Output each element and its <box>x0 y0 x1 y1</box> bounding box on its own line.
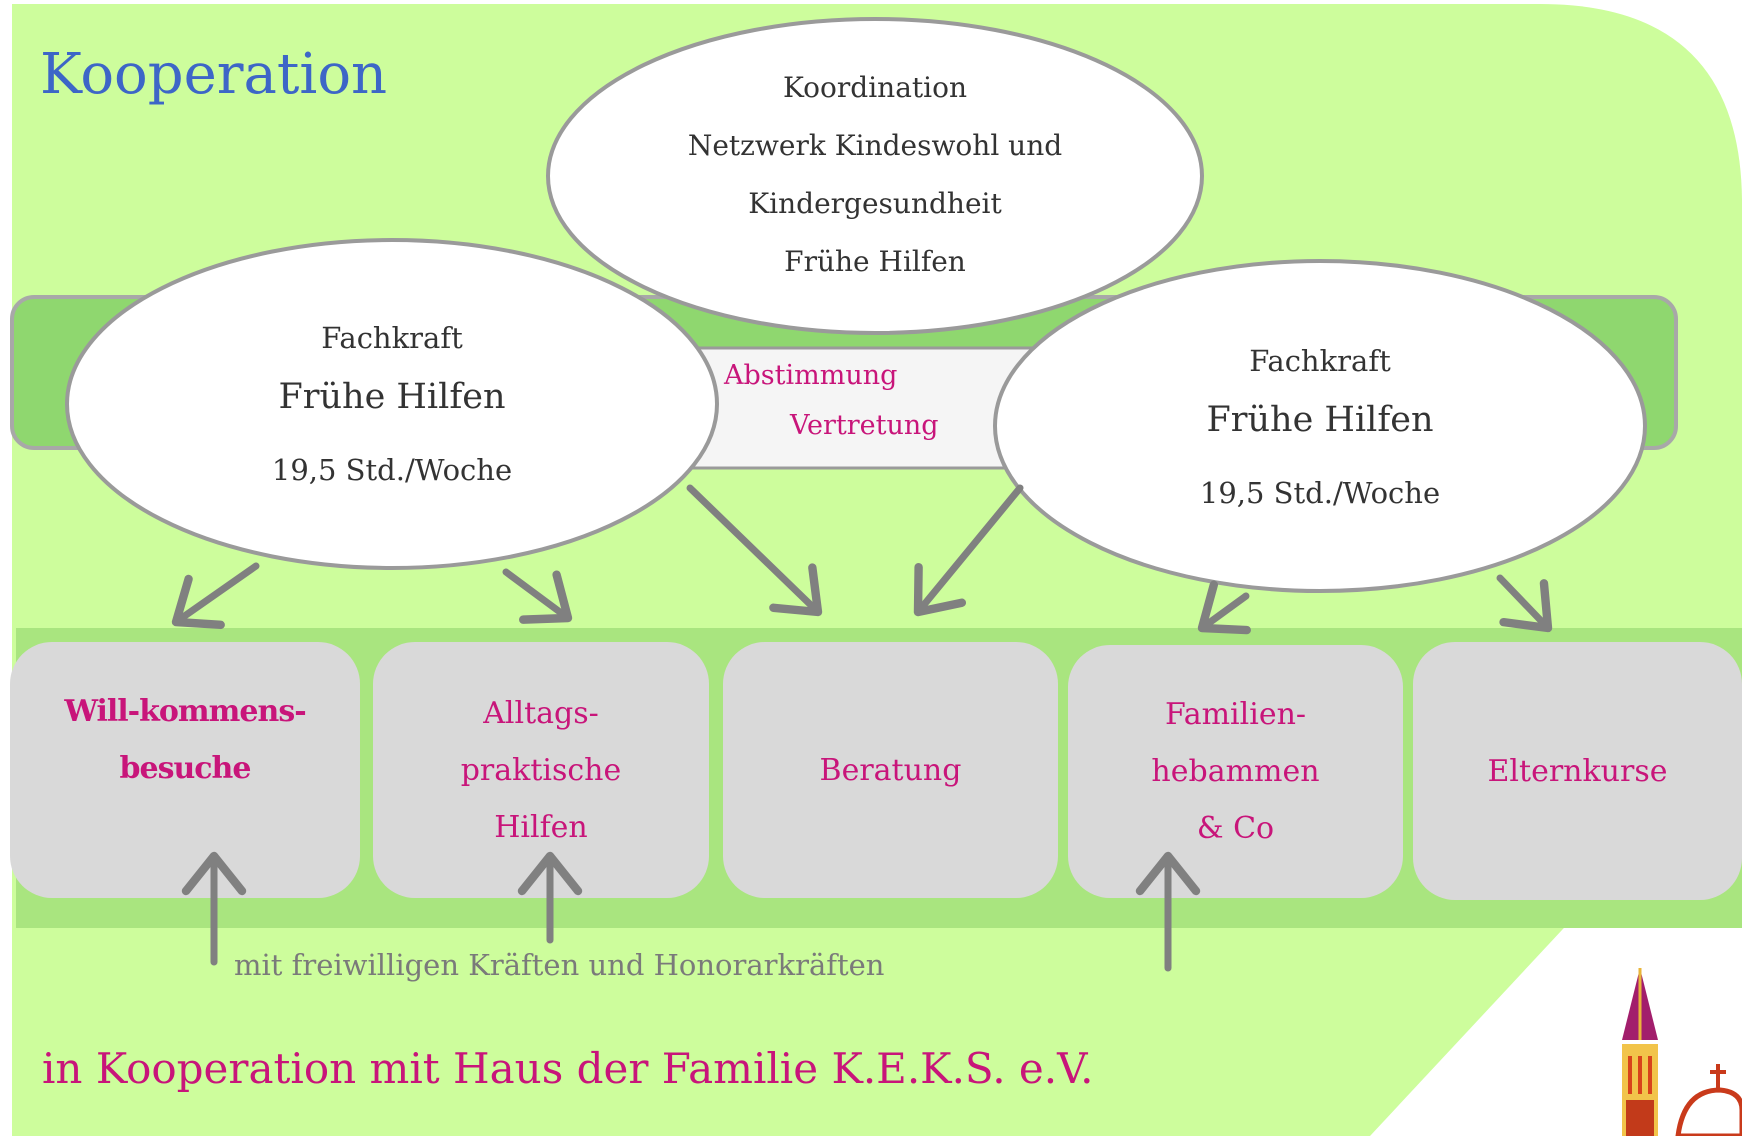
service-2-line-3: Hilfen <box>494 809 588 845</box>
coordination-line-1: Koordination <box>783 71 967 104</box>
service-2-line-2: praktische <box>460 752 622 788</box>
service-familienhebammen: Familien- hebammen & Co <box>1068 645 1403 898</box>
cooperation-footer: in Kooperation mit Haus der Familie K.E.… <box>42 1044 1094 1093</box>
abstimmung-box <box>688 346 1052 470</box>
abstimmung-label: Abstimmung <box>724 360 898 391</box>
service-4-line-2: hebammen <box>1151 754 1320 789</box>
arrow-right-to-beratung <box>913 484 1024 617</box>
arrow-to-willkommensbesuche <box>171 562 260 630</box>
fachkraft-left-program: Frühe Hilfen <box>278 377 506 417</box>
arrow-to-elternkurse <box>1496 574 1553 633</box>
coordination-line-3: Kindergesundheit <box>748 187 1002 220</box>
service-4-line-1: Familien- <box>1164 697 1307 732</box>
volunteer-note: mit freiwilligen Kräften und Honorarkräf… <box>234 948 885 982</box>
service-willkommensbesuche: Will-kommens- besuche <box>10 642 360 898</box>
service-box-2 <box>373 642 709 898</box>
service-box-3 <box>723 642 1058 898</box>
service-alltagshilfen: Alltags- praktische Hilfen <box>373 642 709 898</box>
service-5-line-1: Elternkurse <box>1487 753 1668 789</box>
fachkraft-right-hours: 19,5 Std./Woche <box>1199 476 1441 510</box>
service-box-4 <box>1068 645 1403 898</box>
coordination-line-4: Frühe Hilfen <box>784 245 966 278</box>
arrow-to-alltagshilfen <box>502 568 573 624</box>
service-1-line-1: Will-kommens- <box>64 694 306 729</box>
arrow-to-familienhebammen <box>1197 580 1251 635</box>
service-beratung: Beratung <box>723 642 1058 898</box>
page-title: Kooperation <box>40 42 388 107</box>
fachkraft-left-role: Fachkraft <box>321 321 463 355</box>
fachkraft-left-ellipse <box>65 238 719 570</box>
arrow-left-to-beratung <box>686 484 823 617</box>
coordination-line-2: Netzwerk Kindeswohl und <box>687 129 1063 162</box>
service-1-line-2: besuche <box>119 751 252 786</box>
fachkraft-right-label: Fachkraft Frühe Hilfen 19,5 Std./Woche <box>994 262 1646 592</box>
fachkraft-left-hours: 19,5 Std./Woche <box>271 453 513 487</box>
service-4-line-3: & Co <box>1196 811 1275 846</box>
service-3-line-1: Beratung <box>819 752 962 788</box>
service-box-1 <box>10 642 360 898</box>
service-elternkurse: Elternkurse <box>1413 642 1742 900</box>
vertretung-label: Vertretung <box>790 410 939 441</box>
service-2-line-1: Alltags- <box>483 695 599 731</box>
fachkraft-right-ellipse <box>993 259 1647 593</box>
service-box-5 <box>1413 642 1742 900</box>
fachkraft-right-role: Fachkraft <box>1249 344 1391 378</box>
coordination-label: Koordination Netzwerk Kindeswohl und Kin… <box>548 18 1202 332</box>
fachkraft-right-program: Frühe Hilfen <box>1206 400 1434 440</box>
coordination-ellipse <box>546 17 1204 335</box>
fachkraft-left-label: Fachkraft Frühe Hilfen 19,5 Std./Woche <box>66 238 718 570</box>
